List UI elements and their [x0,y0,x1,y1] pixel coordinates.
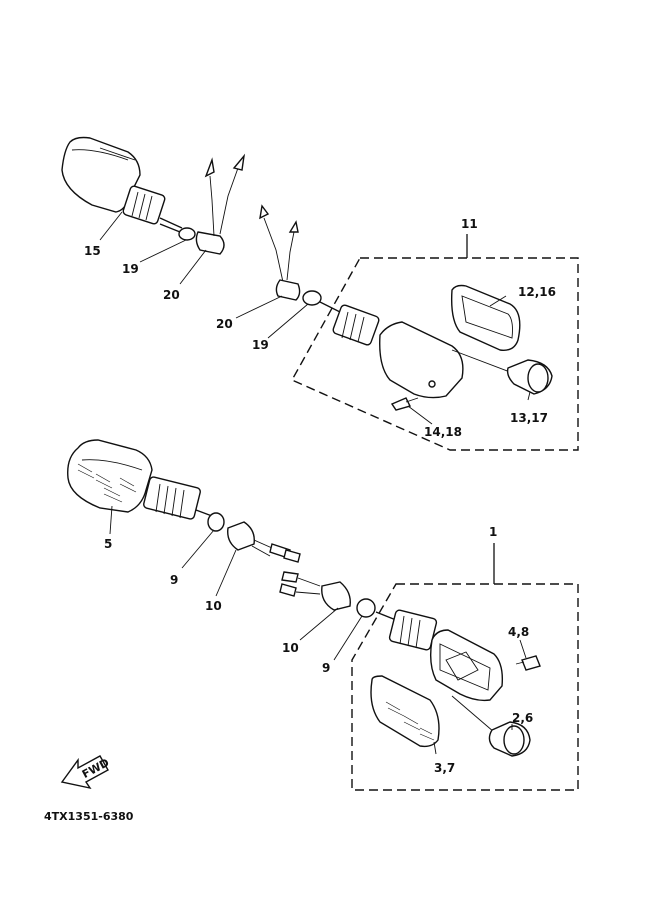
callout-5: 5 [104,537,112,551]
diagram-code: 4TX1351-6380 [44,810,134,823]
lens-hatch-left [77,463,137,503]
callout-13-17: 13,17 [510,411,548,425]
rear-flasher-assembly-left [61,136,246,255]
callout-10-a: 10 [205,599,222,613]
callout-20-b: 20 [216,317,233,331]
callout-9-a: 9 [170,573,178,587]
callout-9-b: 9 [322,661,330,675]
callout-3-7: 3,7 [434,761,455,775]
callout-19-b: 19 [252,338,269,352]
callout-15: 15 [84,244,101,258]
callout-20-a: 20 [163,288,180,302]
callout-19-a: 19 [122,262,139,276]
leader-lines [99,211,531,755]
forward-arrow-icon: FWD [60,755,111,790]
callout-11: 11 [461,217,478,231]
callout-2-6: 2,6 [512,711,533,725]
callout-4-8: 4,8 [508,625,529,639]
callout-1: 1 [489,525,497,539]
lens-hatch-right [385,701,435,741]
front-flasher-assembly-right [279,543,579,791]
rear-flasher-assembly-right [259,204,579,451]
front-flasher-assembly-left [67,439,301,563]
callout-14-18: 14,18 [424,425,462,439]
callout-12-16: 12,16 [518,285,556,299]
callouts: 15 19 20 11 12,16 20 19 13,17 14,18 5 9 … [84,217,556,775]
callout-10-b: 10 [282,641,299,655]
